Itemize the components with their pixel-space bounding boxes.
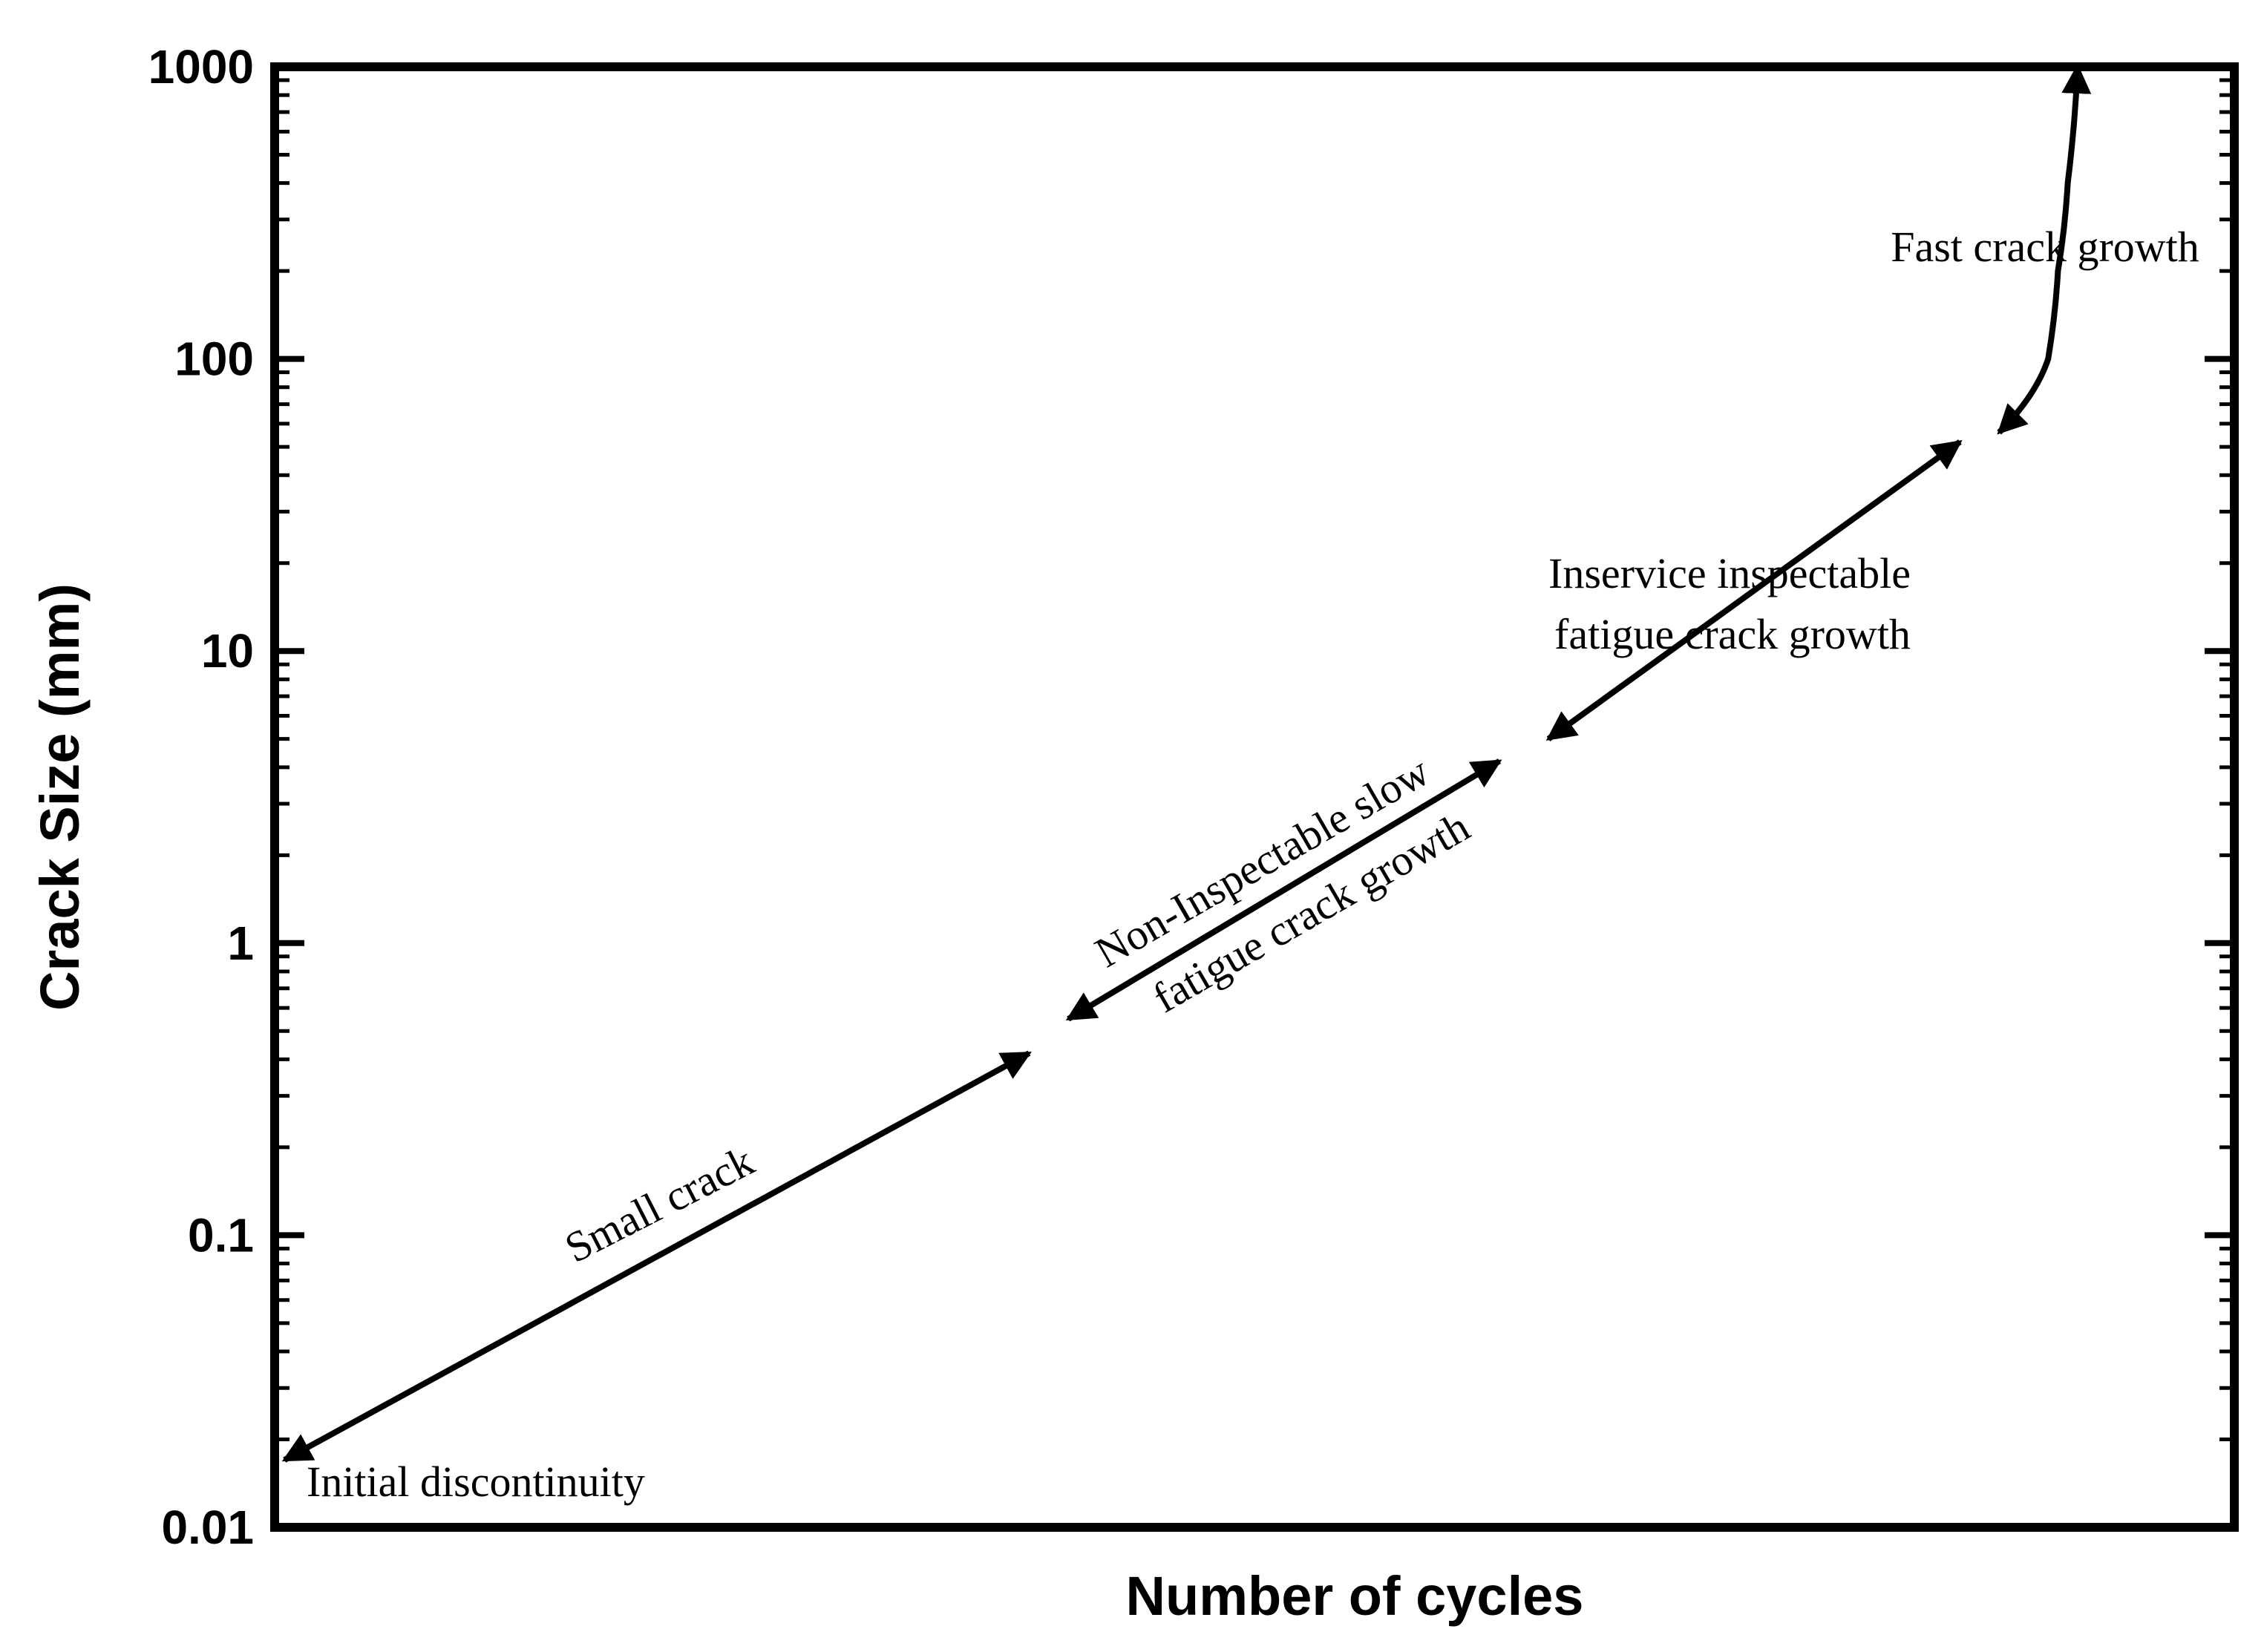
y-tick-label: 0.1 <box>188 1208 254 1262</box>
annotation-inservice-line1: Inservice inspectable <box>1548 549 1911 597</box>
series-arrow-2 <box>1545 439 1963 741</box>
y-tick-label: 1 <box>227 917 254 970</box>
annotation-small-crack: Small crack <box>557 1136 762 1272</box>
y-tick-label: 1000 <box>148 40 254 94</box>
series-arrow-0 <box>281 1050 1032 1463</box>
tick-marks <box>275 64 2234 1530</box>
y-axis-title: Crack Size (mm) <box>29 583 91 1011</box>
y-tick-label: 100 <box>174 332 254 386</box>
series-layer <box>281 64 2092 1463</box>
y-tick-label: 10 <box>201 624 254 678</box>
series-arrow-3 <box>1997 64 2092 435</box>
annotation-fast-crack-growth: Fast crack growth <box>1891 223 2199 271</box>
y-tick-labels: 0.01 0.1 1 10 100 1000 <box>148 40 254 1554</box>
annotation-inservice-line2: fatigue crack growth <box>1554 610 1911 658</box>
series-arrow-1 <box>1065 758 1502 1022</box>
x-axis-title: Number of cycles <box>1126 1565 1584 1627</box>
plot-frame <box>270 62 2239 1532</box>
y-tick-label: 0.01 <box>161 1501 254 1554</box>
annotation-initial-discontinuity: Initial discontinuity <box>307 1458 645 1506</box>
